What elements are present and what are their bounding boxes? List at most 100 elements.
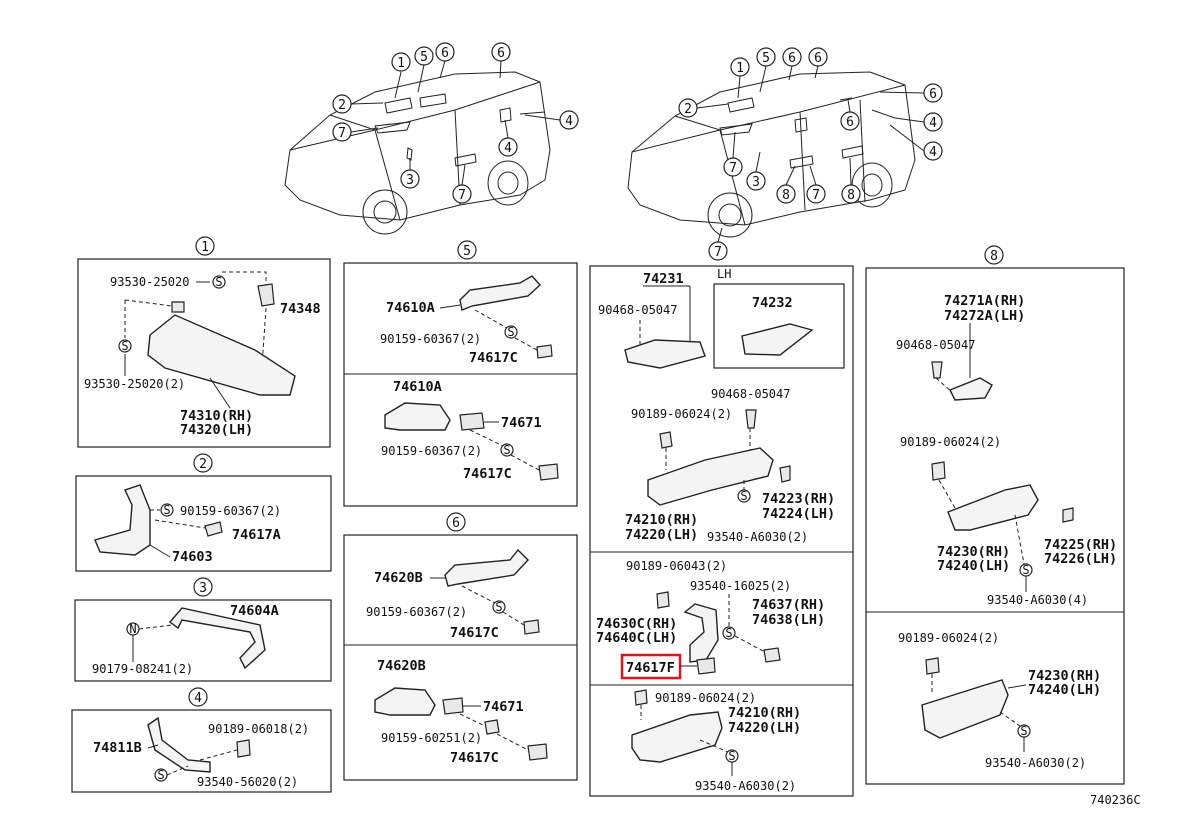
label-74671: 74671 xyxy=(501,415,542,431)
svg-text:S: S xyxy=(503,443,510,457)
label-74617c: 74617C xyxy=(469,350,518,366)
label-90189-06024-2-c: 90189-06024(2) xyxy=(900,435,1001,449)
label-74271a-rh: 74271A(RH) xyxy=(944,293,1025,309)
label-lh: LH xyxy=(717,267,731,281)
label-74210-rh-b: 74210(RH) xyxy=(728,705,801,721)
callout-6: 6 xyxy=(846,115,854,130)
armrest-74210-b xyxy=(631,711,723,763)
panel-5: 5 74610A 90159-60367(2) S 74617C 74610A … xyxy=(343,240,578,507)
callout-8: 8 xyxy=(847,188,855,203)
panel-3-callout: 3 xyxy=(199,581,207,596)
callout-5: 5 xyxy=(420,50,428,65)
svg-text:S: S xyxy=(157,768,164,782)
label-90189-06024-2-d: 90189-06024(2) xyxy=(898,631,999,645)
label-74220-lh-b: 74220(LH) xyxy=(728,720,801,736)
label-74637-rh: 74637(RH) xyxy=(752,597,825,613)
panel-3: 3 74604A N 90179-08241(2) xyxy=(74,577,332,682)
label-74210-rh: 74210(RH) xyxy=(625,512,698,528)
callout-7: 7 xyxy=(729,161,737,176)
label-93540-a6030-2-a: 93540-A6030(2) xyxy=(707,530,808,544)
label-74226-lh: 74226(LH) xyxy=(1044,551,1117,567)
label-74617c-d: 74617C xyxy=(450,750,499,766)
svg-text:S: S xyxy=(1022,563,1029,577)
bracket-74671-b xyxy=(442,697,464,715)
label-74232: 74232 xyxy=(752,295,793,311)
svg-text:S: S xyxy=(740,489,747,503)
assist-grip-74610a-b xyxy=(384,402,451,431)
label-74610a: 74610A xyxy=(386,300,435,316)
armrest-74230 xyxy=(947,484,1039,531)
label-90189-06043-2: 90189-06043(2) xyxy=(626,559,727,573)
label-93540-16025-2: 93540-16025(2) xyxy=(690,579,791,593)
callout-7: 7 xyxy=(338,126,346,141)
label-74240-lh: 74240(LH) xyxy=(937,558,1010,574)
callout-4: 4 xyxy=(929,145,937,160)
label-90468-05047-a: 90468-05047 xyxy=(598,303,677,317)
panel-6-callout: 6 xyxy=(452,516,460,531)
callout-6: 6 xyxy=(814,51,822,66)
label-74640c-lh: 74640C(LH) xyxy=(596,630,677,646)
label-74617c-b: 74617C xyxy=(463,466,512,482)
svg-text:S: S xyxy=(215,275,222,289)
panel-1: 1 93530-25020 S 74348 S 93530-25020(2) 7… xyxy=(77,236,331,448)
label-74230-rh-b: 74230(RH) xyxy=(1028,668,1101,684)
sun-visor xyxy=(147,314,296,396)
callout-3: 3 xyxy=(406,173,414,188)
label-74230-rh: 74230(RH) xyxy=(937,544,1010,560)
callout-2: 2 xyxy=(338,98,346,113)
panel-2-callout: 2 xyxy=(199,457,207,472)
label-90159-60367-2-b: 90159-60367(2) xyxy=(381,444,482,458)
label-90468-05047-c: 90468-05047 xyxy=(896,338,975,352)
svg-text:S: S xyxy=(121,339,128,353)
callout-3: 3 xyxy=(752,175,760,190)
label-90159-60251-2: 90159-60251(2) xyxy=(381,731,482,745)
label-90159-60367-2: 90159-60367(2) xyxy=(180,504,281,518)
callout-4: 4 xyxy=(565,114,573,129)
label-93530-25020: 93530-25020 xyxy=(110,275,189,289)
label-74220-lh: 74220(LH) xyxy=(625,527,698,543)
svg-text:S: S xyxy=(507,325,514,339)
panel-4: 4 74811B 90189-06018(2) S 93540-56020(2) xyxy=(71,687,332,793)
panel-1-callout: 1 xyxy=(201,240,209,255)
svg-text:S: S xyxy=(725,626,732,640)
label-74272a-lh: 74272A(LH) xyxy=(944,308,1025,324)
label-74348: 74348 xyxy=(280,301,321,317)
bracket-74271a xyxy=(949,377,993,401)
callout-2: 2 xyxy=(684,102,692,117)
bracket-74671 xyxy=(459,412,485,431)
panel-6: 6 74620B 90159-60367(2) S 74617C 74620B … xyxy=(343,512,578,781)
label-74610a-b: 74610A xyxy=(393,379,442,395)
label-74630c-rh: 74630C(RH) xyxy=(596,616,677,632)
label-90189-06024-2-b: 90189-06024(2) xyxy=(655,691,756,705)
clip-74348 xyxy=(257,283,275,307)
label-74617f[interactable]: 74617F xyxy=(626,660,675,676)
label-93540-a6030-2-b: 93540-A6030(2) xyxy=(695,779,796,793)
callout-4: 4 xyxy=(504,141,512,156)
assist-grip-74811b xyxy=(147,716,211,773)
label-93540-a6030-2-c: 93540-A6030(2) xyxy=(985,756,1086,770)
panel-5-callout: 5 xyxy=(463,244,471,259)
svg-text:S: S xyxy=(1020,724,1027,738)
callout-1: 1 xyxy=(397,56,405,71)
label-90468-05047-b: 90468-05047 xyxy=(711,387,790,401)
label-90179-08241-2: 90179-08241(2) xyxy=(92,662,193,676)
label-74225-rh: 74225(RH) xyxy=(1044,537,1117,553)
label-74223-rh: 74223(RH) xyxy=(762,491,835,507)
label-74224-lh: 74224(LH) xyxy=(762,506,835,522)
armrest-74230-b xyxy=(921,679,1009,739)
label-93540-56020-2: 93540-56020(2) xyxy=(197,775,298,789)
panel-8: 8 74271A(RH) 74272A(LH) 90468-05047 9018… xyxy=(865,245,1125,785)
bracket-74232 xyxy=(741,323,814,356)
assist-grip-74603 xyxy=(94,484,151,556)
callout-6: 6 xyxy=(788,51,796,66)
label-90189-06024-2-a: 90189-06024(2) xyxy=(631,407,732,421)
bracket-74231 xyxy=(624,339,706,369)
assist-grip-74604a xyxy=(168,607,266,670)
assist-grip-74610a xyxy=(459,275,541,311)
panel-4-callout: 4 xyxy=(194,691,202,706)
label-90159-60367-2-c: 90159-60367(2) xyxy=(366,605,467,619)
callout-4: 4 xyxy=(929,116,937,131)
label-74638-lh: 74638(LH) xyxy=(752,612,825,628)
assist-grip-74620b-b xyxy=(374,687,436,716)
